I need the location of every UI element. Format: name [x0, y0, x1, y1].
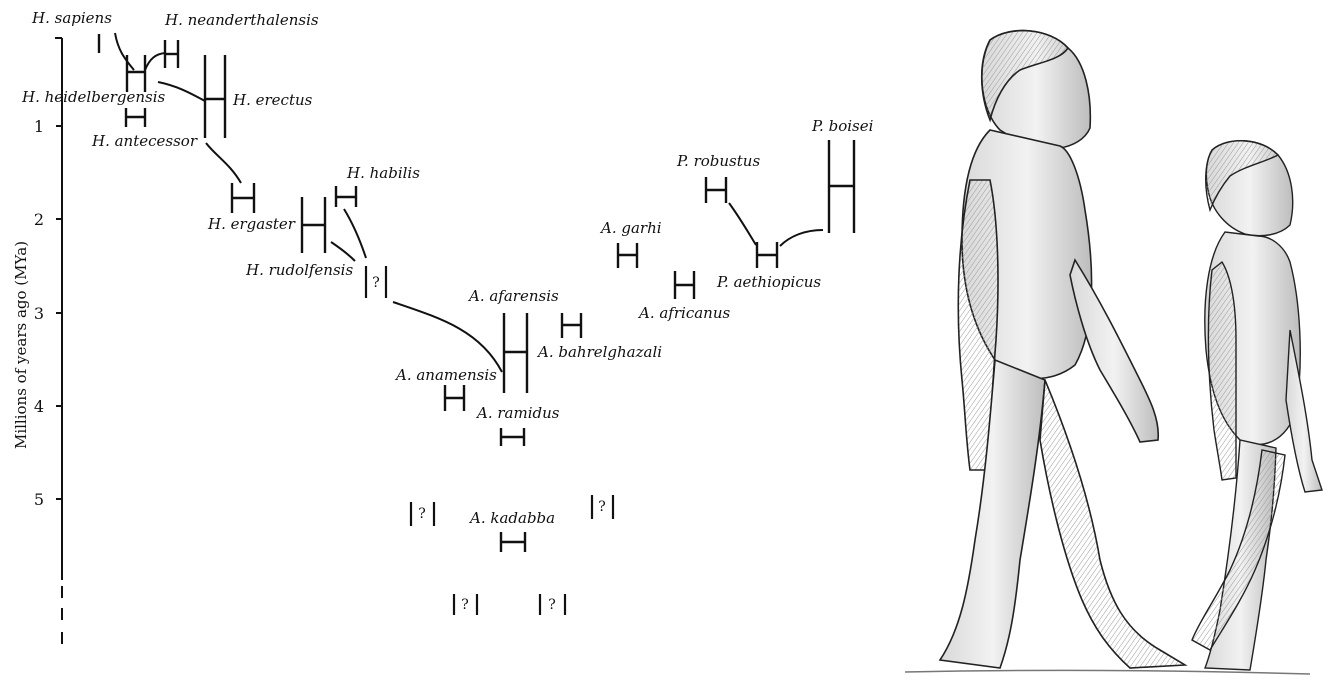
range-bracket-a-garhi: [618, 243, 637, 268]
range-bracket-a-afarensis: [504, 313, 527, 393]
range-bracket-a-kadabba: [501, 532, 525, 552]
species-label: H. habilis: [346, 164, 420, 182]
connector-sapiens: [115, 33, 134, 70]
axis-tick-label: 1: [34, 117, 44, 136]
connector-habilis: [344, 209, 366, 258]
range-bracket-h-erectus: [205, 55, 225, 138]
large-back-leg: [1040, 380, 1185, 668]
range-bracket-h-antecessor: [126, 108, 145, 127]
uncertain-marker: ?: [372, 275, 380, 291]
uncertain-marker: ?: [548, 597, 556, 613]
range-bracket-h-heidelbergensis: [127, 55, 145, 92]
axis-title: Millions of years ago (MYa): [12, 241, 30, 449]
range-bracket-a-anamensis: [445, 385, 464, 411]
species-label: H. rudolfensis: [245, 261, 353, 279]
large-far-arm: [1070, 260, 1158, 442]
species-label: H. antecessor: [91, 132, 198, 150]
hominin-illustration: [905, 31, 1322, 674]
small-arm: [1208, 262, 1236, 480]
uncertain-marker: ?: [461, 597, 469, 613]
species-label: P. boisei: [811, 117, 874, 135]
species-label: P. robustus: [676, 152, 760, 170]
species-label: H. erectus: [232, 91, 313, 109]
species-label: A. afarensis: [467, 287, 559, 305]
species-label: H. neanderthalensis: [164, 11, 319, 29]
range-bracket-h-habilis: [336, 186, 356, 207]
large-leg: [940, 360, 1045, 668]
range-bracket-a-bahrelghazali: [562, 313, 581, 338]
range-bracket-h-ergaster: [232, 183, 254, 213]
uncertain-marker: ?: [598, 499, 606, 515]
species-labels: H. sapiens H. neanderthalensis H. heidel…: [21, 9, 874, 527]
species-label: P. aethiopicus: [716, 273, 821, 291]
time-axis: [55, 38, 62, 644]
axis-tick-label: 4: [34, 397, 44, 416]
connector-erectus-ergaster: [206, 143, 241, 183]
ground-line: [905, 670, 1310, 674]
range-bracket-p-boisei: [829, 140, 854, 233]
connector-boisei: [780, 230, 823, 246]
range-bracket-a-africanus: [675, 271, 694, 299]
species-label: H. sapiens: [31, 9, 112, 27]
species-label: H. heidelbergensis: [21, 88, 166, 106]
large-hominin-figure: [940, 31, 1185, 668]
species-label: A. kadabba: [468, 509, 555, 527]
connector-robustus: [729, 203, 756, 245]
connector-afarensis-homo: [393, 302, 502, 372]
range-bracket-p-robustus: [706, 177, 726, 203]
species-label: A. bahrelghazali: [536, 343, 662, 361]
species-label: A. garhi: [599, 219, 662, 237]
axis-tick-label: 5: [34, 490, 44, 509]
axis-tick-label: 2: [34, 210, 44, 229]
species-label: A. ramidus: [475, 404, 560, 422]
species-label: A. africanus: [637, 304, 730, 322]
small-far-arm: [1286, 330, 1322, 492]
uncertain-markers: [366, 266, 613, 615]
species-label: H. ergaster: [207, 215, 296, 233]
axis-tick-label: 3: [34, 304, 44, 323]
small-hominin-figure: [1192, 141, 1322, 670]
range-bracket-a-ramidus: [501, 428, 524, 446]
range-bracket-h-rudolfensis: [302, 197, 325, 253]
connector-neanderthalensis: [145, 53, 165, 70]
uncertain-marker: ?: [418, 506, 426, 522]
range-bracket-p-aethiopicus: [757, 242, 777, 268]
range-bracket-h-neanderthalensis: [165, 40, 178, 68]
connector-rudolfensis: [331, 242, 355, 261]
species-label: A. anamensis: [394, 366, 497, 384]
